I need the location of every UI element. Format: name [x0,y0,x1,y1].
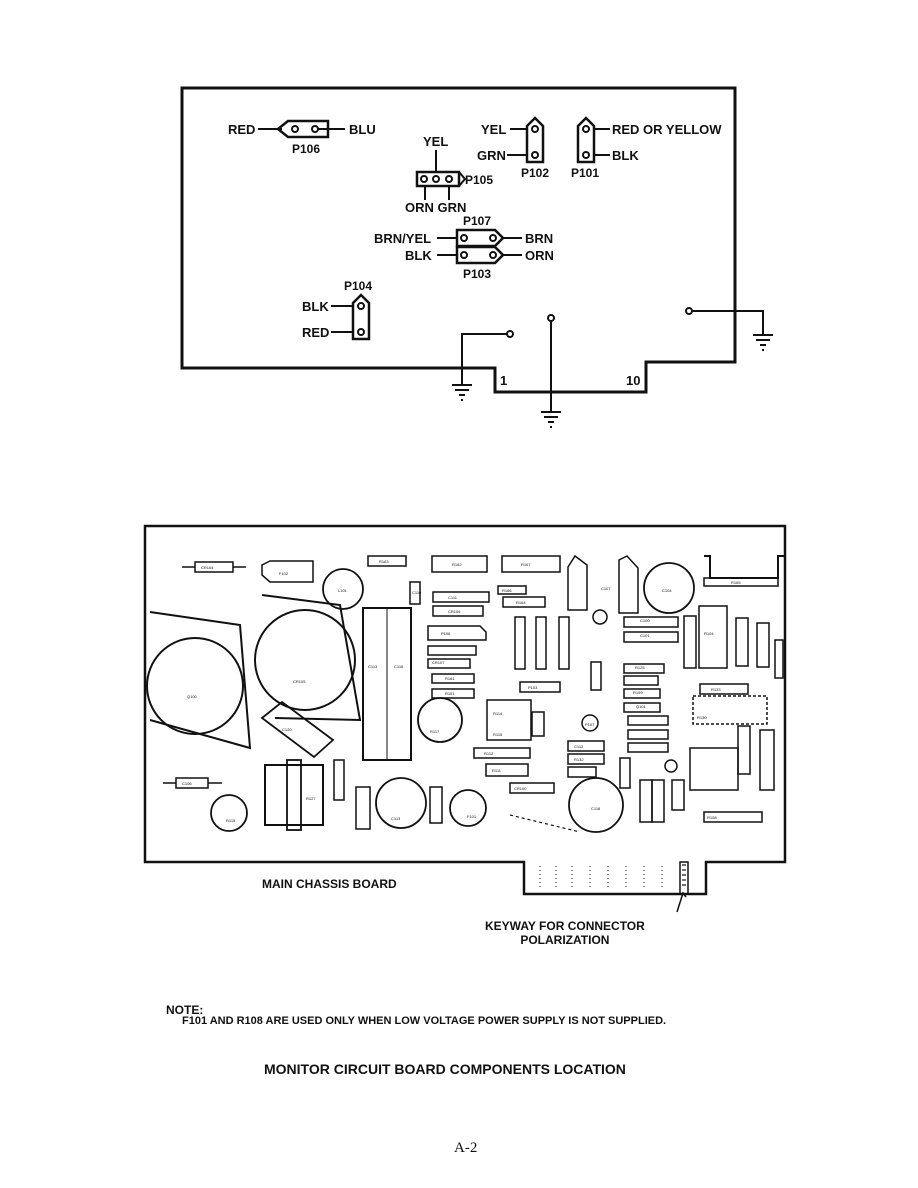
component-designator: R132 [574,757,584,762]
component-designator: P106 [441,631,451,636]
component-designator: C100 [640,618,650,623]
ground-lead-left [452,330,514,401]
component-designator: CR100 [514,786,527,791]
component-labels: CR104 F102 L101 R163 R162 R167 C110 C111… [182,559,741,823]
component-designator: Q100 [187,694,198,699]
component-designator: C106 [182,781,192,786]
edge-pin-1: 1 [500,373,507,388]
board-outline [180,86,737,394]
component-designator: CR105 [293,679,306,684]
page-title: MONITOR CIRCUIT BOARD COMPONENTS LOCATIO… [264,1061,626,1077]
component-designator: C110 [412,590,422,595]
component-designator: R104 [704,631,714,636]
c100-capacitor [149,611,252,750]
p106-name: P106 [292,142,320,156]
p102-bottom-wire: GRN [477,148,506,163]
p105-top-wire: YEL [423,134,448,149]
component-designator: R130 [697,715,707,720]
p102-name: P102 [521,166,549,180]
p101-name: P101 [571,166,599,180]
component-designator: R115 [493,732,503,737]
connector-p105 [415,150,467,200]
cr105-capacitor [261,594,362,722]
component-designator: C101 [640,633,650,638]
note-heading: NOTE: [166,1003,204,1017]
connector-diagram: RED BLU P106 YEL P105 ORN GRN YEL GRN P1… [180,86,773,428]
keyway-label-text: KEYWAY FOR CONNECTOR POLARIZATION [485,919,645,947]
p101-bottom-wire: BLK [612,148,639,163]
component-designator: R151 [445,691,455,696]
p105-bottom-wires: ORN GRN [405,200,466,215]
component-designator: CR104 [201,565,214,570]
component-designator: CR106 [448,609,461,614]
component-designator: R108 [707,815,717,820]
component-designator: R127 [306,796,316,801]
ground-lead-center [541,314,561,428]
connector-p101 [576,116,610,164]
connector-p102 [507,116,545,164]
p106-right-wire: BLU [349,122,376,137]
component-designator: C118 [591,806,601,811]
component-designator: Q101 [636,704,647,709]
keyway-label: KEYWAY FOR CONNECTOR POLARIZATION [485,919,645,947]
component-designator: C107 [601,586,611,591]
component-designator: P107 [585,722,595,727]
board-outline [143,524,787,896]
component-designator: R112 [484,751,494,756]
p104-name: P104 [344,279,372,293]
component-designator: P103 [528,685,538,690]
p107-name: P107 [463,214,491,228]
p107-left-wire: BRN/YEL [374,231,431,246]
component-designator: R114 [493,711,503,716]
component-designator: R167 [521,562,531,567]
note-text: F101 AND R108 ARE USED ONLY WHEN LOW VOL… [182,1015,667,1027]
component-designator: F102 [279,571,289,576]
component-designator: R133 [711,687,721,692]
component-designator: R162 [452,562,462,567]
component-designator: R159 [633,690,643,695]
p106-left-wire: RED [228,122,255,137]
board-label: MAIN CHASSIS BOARD [262,877,397,891]
component-designator: C104 [662,588,672,593]
component-designator: F101 [467,814,477,819]
p105-name: P105 [465,173,493,187]
component-designator: R125 [635,665,645,670]
component-designator: L101 [338,588,348,593]
component-designator: R165 [731,580,741,585]
component-designator: C116 [394,664,404,669]
p101-top-wire: RED OR YELLOW [612,122,722,137]
keyway-slot [679,861,689,895]
edge-pin-10: 10 [626,373,640,388]
component-designator: R163 [379,559,389,564]
component-designator: C120 [282,727,292,732]
component-designator: C111 [448,595,458,600]
component-designator: R164 [516,600,526,605]
p103-name: P103 [463,267,491,281]
page-number: A-2 [454,1140,478,1156]
p107-right-wire: BRN [525,231,553,246]
component-designator: C113 [368,664,378,669]
p104-bottom-wire: RED [302,325,329,340]
component-designator: C112 [574,744,584,749]
main-chassis-board [143,524,787,913]
component-designator: R119 [226,818,236,823]
connector-p107 [437,228,522,248]
component-designator: CR107 [432,660,445,665]
connector-p103 [437,245,522,265]
p102-top-wire: YEL [481,122,506,137]
component-designator: R166 [502,588,512,593]
p103-left-wire: BLK [405,248,432,263]
component-designator: R161 [445,676,455,681]
connector-p104 [331,293,371,341]
component-designator: R111 [492,768,502,773]
ground-lead-right [685,307,773,351]
component-designator: C113 [391,816,401,821]
edge-connector-fingers [539,866,663,890]
connector-p106 [258,119,345,139]
component-designator: R117 [430,729,440,734]
p104-top-wire: BLK [302,299,329,314]
p103-right-wire: ORN [525,248,554,263]
